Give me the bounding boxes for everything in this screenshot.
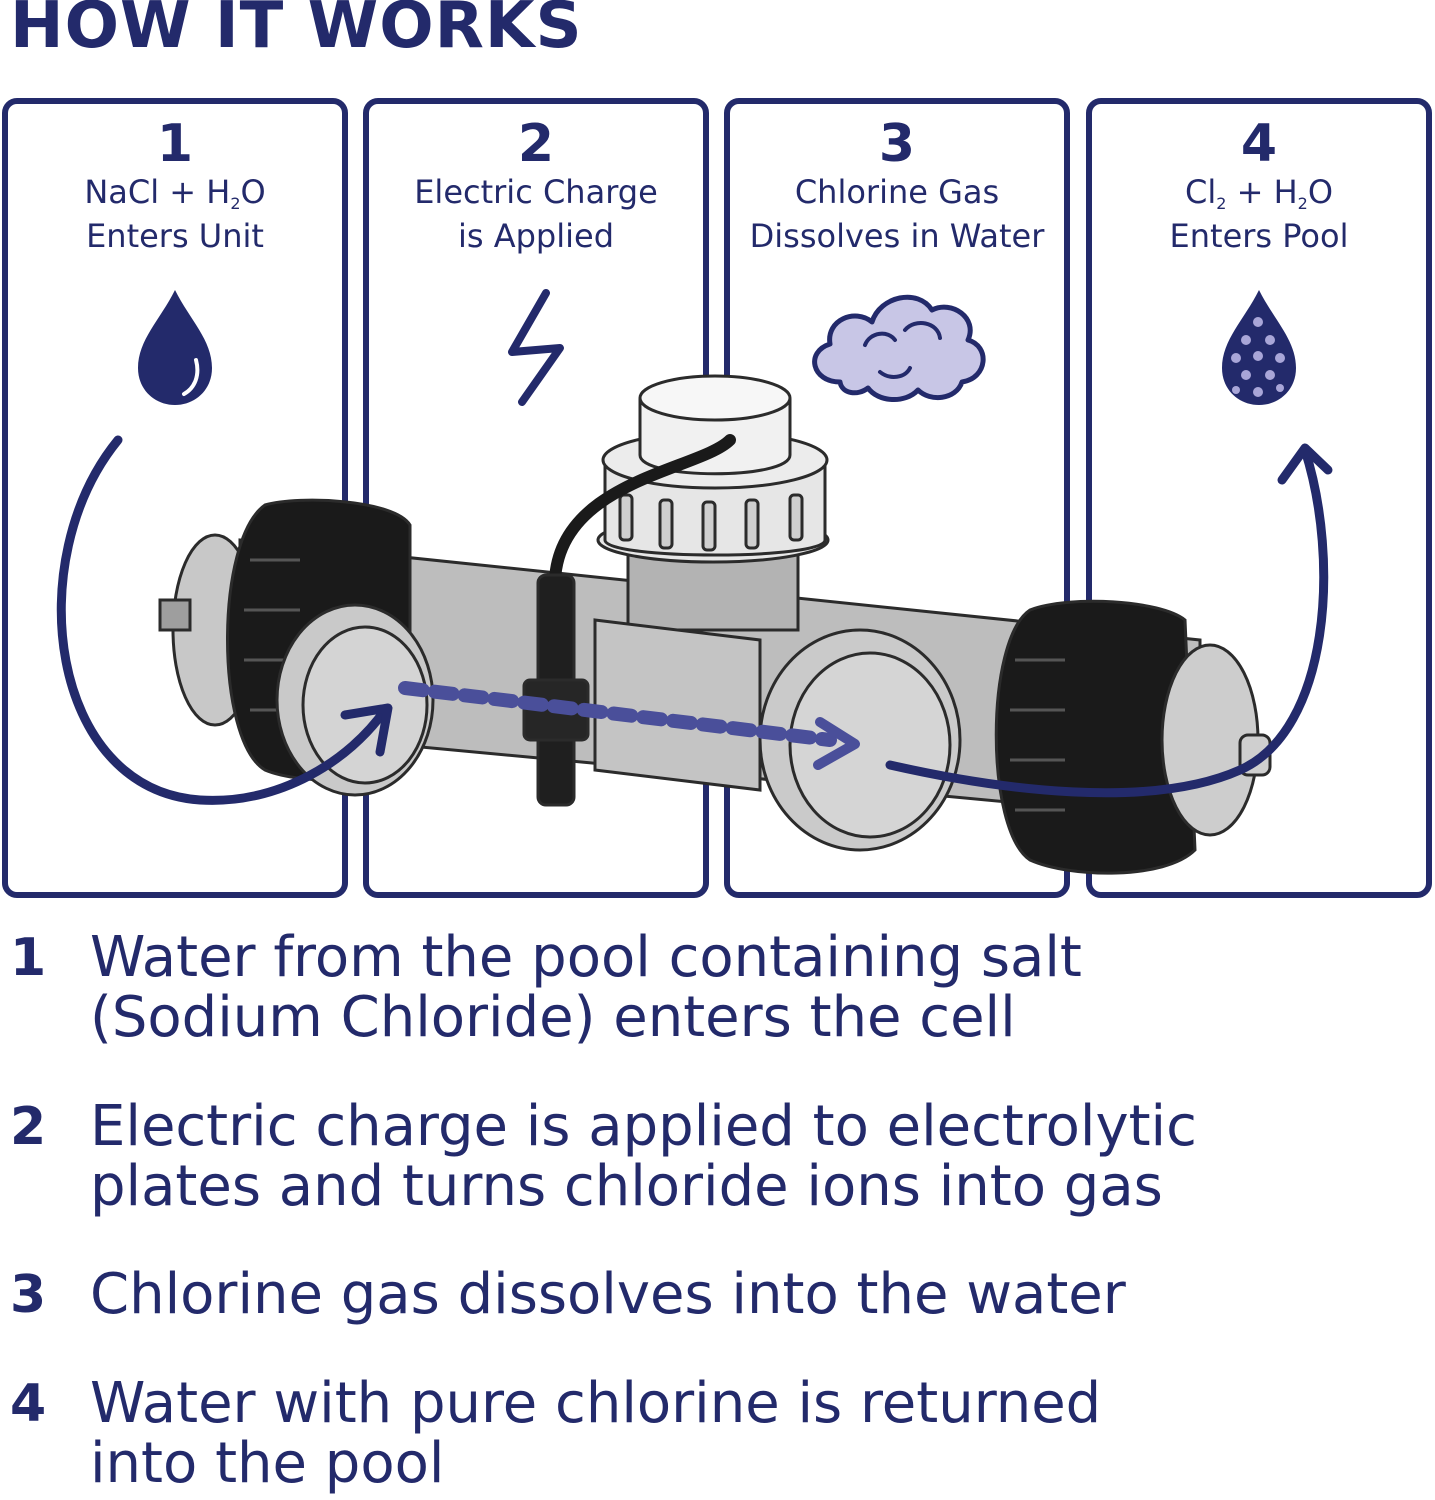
panel-number: 1 [156, 114, 194, 174]
internal-flow-arrowhead [813, 717, 860, 770]
panel-caption-line2: Dissolves in Water [749, 217, 1045, 255]
description-text: Chlorine gas dissolves into the water [90, 1265, 1430, 1325]
internal-flow-arrow [398, 681, 837, 747]
inlet-arrowhead [340, 703, 393, 757]
description-line: Water from the pool containing salt [90, 925, 1082, 990]
outlet-arrowhead [1277, 443, 1333, 485]
panel-number: 2 [517, 114, 555, 174]
description-number: 4 [10, 1374, 47, 1434]
panel-heading-1: 1 NaCl + H2O Enters Unit [5, 118, 345, 258]
gas-cloud-icon [812, 294, 986, 402]
water-drop-icon [138, 290, 212, 405]
formula-subscript: 2 [1216, 194, 1227, 213]
panel-caption: Enters Unit [86, 217, 264, 255]
description-number: 1 [10, 928, 47, 988]
description-number: 2 [10, 1097, 47, 1157]
flow-arrows [56, 435, 1333, 805]
description-text: Water from the pool containing salt (Sod… [90, 928, 1430, 1048]
dotted-water-drop-icon [1222, 290, 1296, 405]
description-line: into the pool [90, 1431, 445, 1496]
panel-caption-line1: Chlorine Gas [794, 173, 1000, 211]
panel-caption-line1: Electric Charge [414, 173, 658, 211]
description-line: Electric charge is applied to electrolyt… [90, 1094, 1197, 1159]
panel-formula: Cl2 + H2O [1089, 170, 1429, 214]
panel-caption-line2: is Applied [457, 217, 615, 255]
description-line: (Sodium Chloride) enters the cell [90, 985, 1016, 1050]
salt-cell-unit [158, 374, 1272, 875]
description-text: Electric charge is applied to electrolyt… [90, 1097, 1430, 1217]
panel-number: 4 [1240, 114, 1278, 174]
formula-part: Cl [1184, 173, 1217, 211]
panel-number: 3 [878, 114, 916, 174]
formula-part: NaCl + H [84, 173, 231, 211]
description-line: Chlorine gas dissolves into the water [90, 1262, 1126, 1327]
formula-subscript: 2 [230, 194, 241, 213]
description-number: 3 [10, 1265, 47, 1325]
panel-heading-4: 4 Cl2 + H2O Enters Pool [1089, 118, 1429, 258]
page-title: HOW IT WORKS [10, 0, 583, 63]
outlet-arrow [885, 445, 1329, 798]
panel-frame-1 [2, 98, 348, 898]
formula-part: O [1307, 173, 1333, 211]
description-text: Water with pure chlorine is returned int… [90, 1374, 1430, 1494]
lightning-bolt-icon [508, 289, 564, 406]
diagram-artwork [2, 98, 1432, 898]
description-line: plates and turns chloride ions into gas [90, 1154, 1163, 1219]
formula-part: + H [1226, 173, 1298, 211]
panel-frame-4 [1086, 98, 1432, 898]
panel-heading-3: 3 Chlorine Gas Dissolves in Water [727, 118, 1067, 258]
inlet-arrow [56, 435, 390, 805]
formula-subscript: 2 [1297, 194, 1308, 213]
panel-formula: NaCl + H2O [5, 170, 345, 214]
formula-part: O [240, 173, 266, 211]
description-line: Water with pure chlorine is returned [90, 1371, 1102, 1436]
panel-caption: Enters Pool [1169, 217, 1349, 255]
panel-heading-2: 2 Electric Charge is Applied [366, 118, 706, 258]
